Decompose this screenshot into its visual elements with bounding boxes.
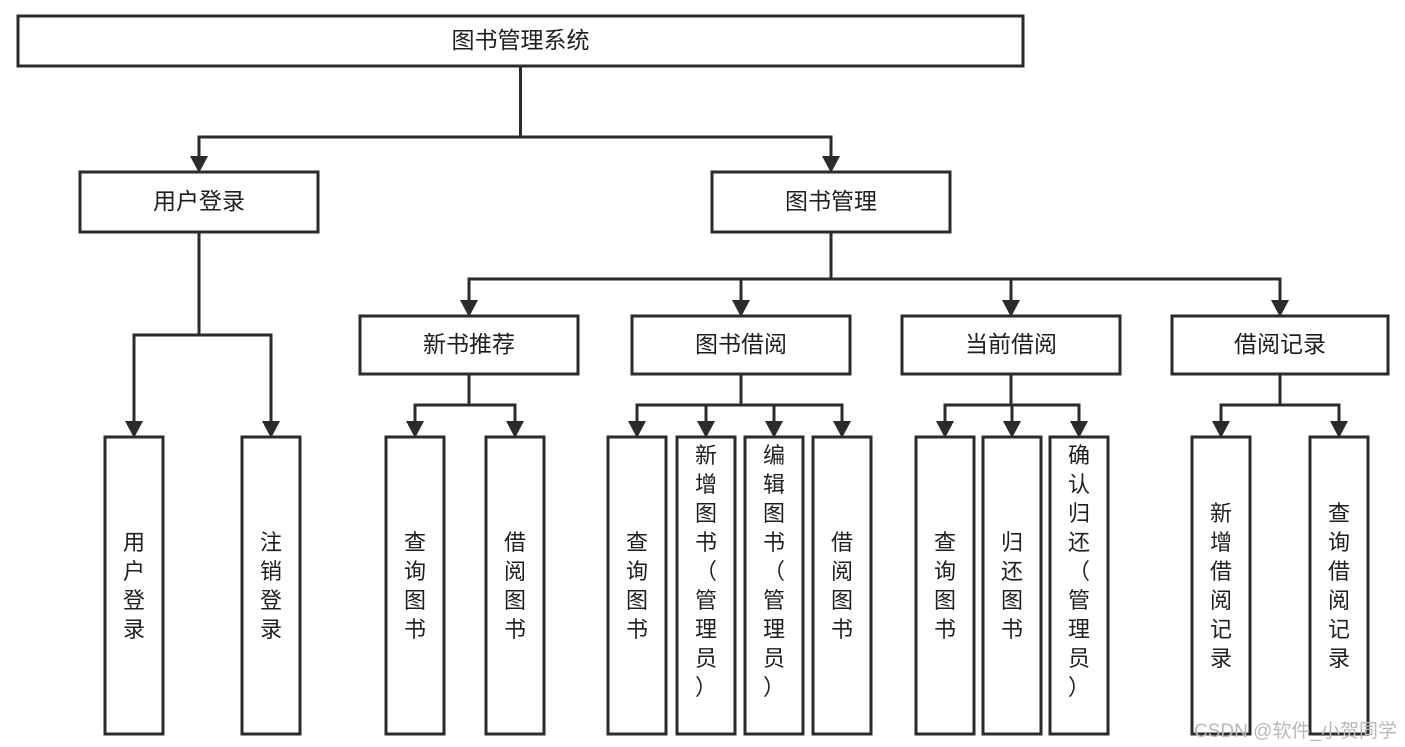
node-box-leaf-add-borrow-record[interactable] [1190,435,1252,736]
node-layer: 图书管理系统用户登录图书管理新书推荐图书借阅当前借阅借阅记录用户登录注销登录查询… [16,14,1390,736]
node-box-leaf-edit-book-admin[interactable] [743,435,805,736]
node-box-root[interactable] [16,14,1025,68]
node-leaf-query-book-new[interactable]: 查询图书 [384,435,446,736]
node-box-leaf-query-borrow-record[interactable] [1308,435,1370,736]
node-box-leaf-query-book-current[interactable] [914,435,976,736]
edge-new-book-recommend-to-leaf-borrow-book-new [467,374,524,438]
node-label-leaf-return-book: 归还图书 [1001,530,1023,642]
arrow-head-icon [936,421,954,438]
edge-book-management-to-new-book-recommend [460,232,833,317]
node-box-leaf-query-book-borrow[interactable] [606,435,668,736]
node-leaf-edit-book-admin[interactable]: 编辑图书（管理员） [743,435,805,736]
edge-borrow-record-to-leaf-add-borrow-record [1212,374,1282,438]
node-book-borrow[interactable]: 图书借阅 [630,314,852,376]
node-leaf-add-book-admin[interactable]: 新增图书（管理员） [675,435,737,736]
arrow-head-icon [628,421,646,438]
node-box-leaf-borrow-book-new[interactable] [484,435,546,736]
node-label-leaf-borrow-book: 借阅图书 [831,530,853,642]
arrow-head-icon [190,156,208,173]
node-box-leaf-logout[interactable] [240,435,302,736]
node-label-user-login: 用户登录 [153,188,245,214]
arrow-head-icon [1002,300,1020,317]
node-label-book-management: 图书管理 [785,188,877,214]
node-box-leaf-borrow-book[interactable] [811,435,873,736]
edge-new-book-recommend-to-leaf-query-book-new [406,374,471,438]
node-label-leaf-query-borrow-record: 查询借阅记录 [1328,501,1350,671]
node-box-leaf-add-book-admin[interactable] [675,435,737,736]
node-leaf-add-borrow-record[interactable]: 新增借阅记录 [1190,435,1252,736]
node-box-leaf-return-book[interactable] [981,435,1043,736]
arrow-head-icon [765,421,783,438]
node-label-leaf-query-book-new: 查询图书 [404,530,426,642]
node-leaf-query-book-current[interactable]: 查询图书 [914,435,976,736]
node-box-new-book-recommend[interactable] [358,314,580,376]
node-user-login[interactable]: 用户登录 [78,170,320,234]
edge-current-borrow-to-leaf-query-book-current [936,374,1013,438]
edge-root-to-book-management [519,66,840,173]
node-leaf-query-book-borrow[interactable]: 查询图书 [606,435,668,736]
node-label-leaf-edit-book-admin: 编辑图书（管理员） [763,443,785,700]
node-book-management[interactable]: 图书管理 [710,170,952,234]
node-box-current-borrow[interactable] [900,314,1122,376]
node-label-leaf-query-book-current: 查询图书 [934,530,956,642]
node-label-leaf-user-login: 用户登录 [123,530,145,642]
node-label-leaf-query-book-borrow: 查询图书 [626,530,648,642]
node-leaf-query-borrow-record[interactable]: 查询借阅记录 [1308,435,1370,736]
node-leaf-user-login[interactable]: 用户登录 [103,435,165,736]
node-label-leaf-add-book-admin: 新增图书（管理员） [695,443,717,700]
arrow-head-icon [1212,421,1230,438]
edge-layer [125,66,1348,438]
arrow-head-icon [1003,421,1021,438]
edge-book-management-to-current-borrow [829,232,1020,317]
node-box-borrow-record[interactable] [1170,314,1390,376]
arrow-head-icon [125,421,143,438]
arrow-head-icon [822,156,840,173]
node-label-leaf-confirm-return-admin: 确认归还（管理员） [1068,443,1090,700]
watermark-text: CSDN @软件_小贺同学 [1194,721,1397,742]
node-box-leaf-query-book-new[interactable] [384,435,446,736]
node-root[interactable]: 图书管理系统 [16,14,1025,68]
node-borrow-record[interactable]: 借阅记录 [1170,314,1390,376]
node-box-book-management[interactable] [710,170,952,234]
node-label-borrow-record: 借阅记录 [1234,331,1326,357]
edge-user-login-to-leaf-user-login [125,232,201,438]
edge-borrow-record-to-leaf-query-borrow-record [1278,374,1348,438]
node-current-borrow[interactable]: 当前借阅 [900,314,1122,376]
node-label-leaf-add-borrow-record: 新增借阅记录 [1210,501,1232,671]
arrow-head-icon [1271,300,1289,317]
arrow-head-icon [406,421,424,438]
node-label-leaf-borrow-book-new: 借阅图书 [504,530,526,642]
arrow-head-icon [732,300,750,317]
node-leaf-borrow-book-new[interactable]: 借阅图书 [484,435,546,736]
node-leaf-logout[interactable]: 注销登录 [240,435,302,736]
arrow-head-icon [697,421,715,438]
edge-current-borrow-to-leaf-confirm-return-admin [1009,374,1088,438]
node-label-new-book-recommend: 新书推荐 [423,331,515,357]
edge-book-borrow-to-leaf-borrow-book [739,374,851,438]
arrow-head-icon [460,300,478,317]
node-label-leaf-logout: 注销登录 [260,530,282,642]
node-box-leaf-user-login[interactable] [103,435,165,736]
node-leaf-return-book[interactable]: 归还图书 [981,435,1043,736]
node-label-current-borrow: 当前借阅 [965,331,1057,357]
edge-user-login-to-leaf-logout [197,232,280,438]
node-box-leaf-confirm-return-admin[interactable] [1048,435,1110,736]
edge-book-management-to-book-borrow [732,232,833,317]
node-label-book-borrow: 图书借阅 [695,331,787,357]
arrow-head-icon [262,421,280,438]
arrow-head-icon [506,421,524,438]
edge-root-to-user-login [190,66,522,173]
edge-book-management-to-borrow-record [829,232,1289,317]
node-label-root: 图书管理系统 [452,27,590,53]
node-leaf-confirm-return-admin[interactable]: 确认归还（管理员） [1048,435,1110,736]
node-new-book-recommend[interactable]: 新书推荐 [358,314,580,376]
node-leaf-borrow-book[interactable]: 借阅图书 [811,435,873,736]
node-box-user-login[interactable] [78,170,320,234]
arrow-head-icon [833,421,851,438]
arrow-head-icon [1070,421,1088,438]
arrow-head-icon [1330,421,1348,438]
node-box-book-borrow[interactable] [630,314,852,376]
